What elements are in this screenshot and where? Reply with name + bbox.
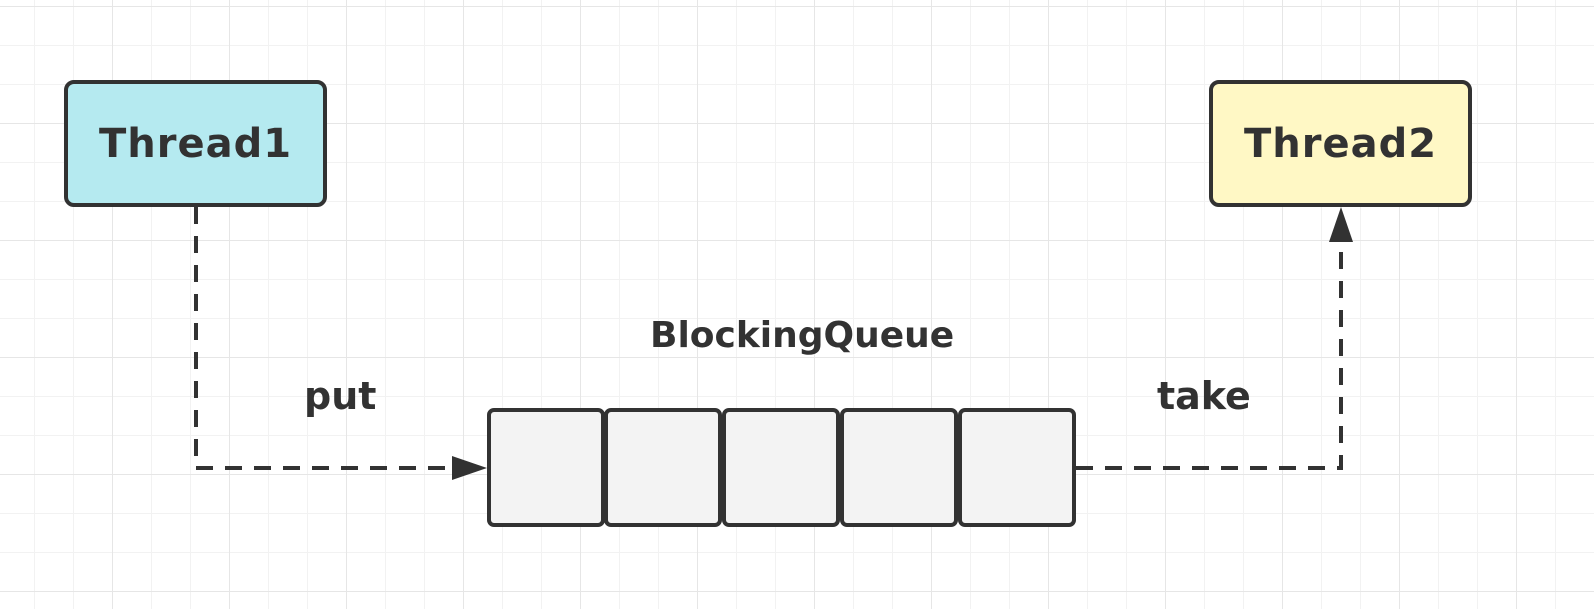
- take-arrow: [1076, 242, 1343, 470]
- queue-slot[interactable]: [487, 408, 605, 527]
- queue-slot[interactable]: [604, 408, 722, 527]
- put-arrowhead: [452, 456, 487, 480]
- put-label: put: [304, 374, 377, 418]
- thread1-node[interactable]: Thread1: [64, 80, 327, 207]
- queue-slot[interactable]: [840, 408, 958, 527]
- thread2-node[interactable]: Thread2: [1209, 80, 1472, 207]
- queue-slot[interactable]: [958, 408, 1076, 527]
- put-arrow: [194, 207, 452, 470]
- thread2-label: Thread2: [1243, 120, 1438, 167]
- queue-slot[interactable]: [722, 408, 840, 527]
- take-arrowhead: [1329, 207, 1353, 242]
- queue-title: BlockingQueue: [650, 315, 955, 356]
- thread1-label: Thread1: [98, 120, 293, 167]
- take-label: take: [1157, 374, 1251, 418]
